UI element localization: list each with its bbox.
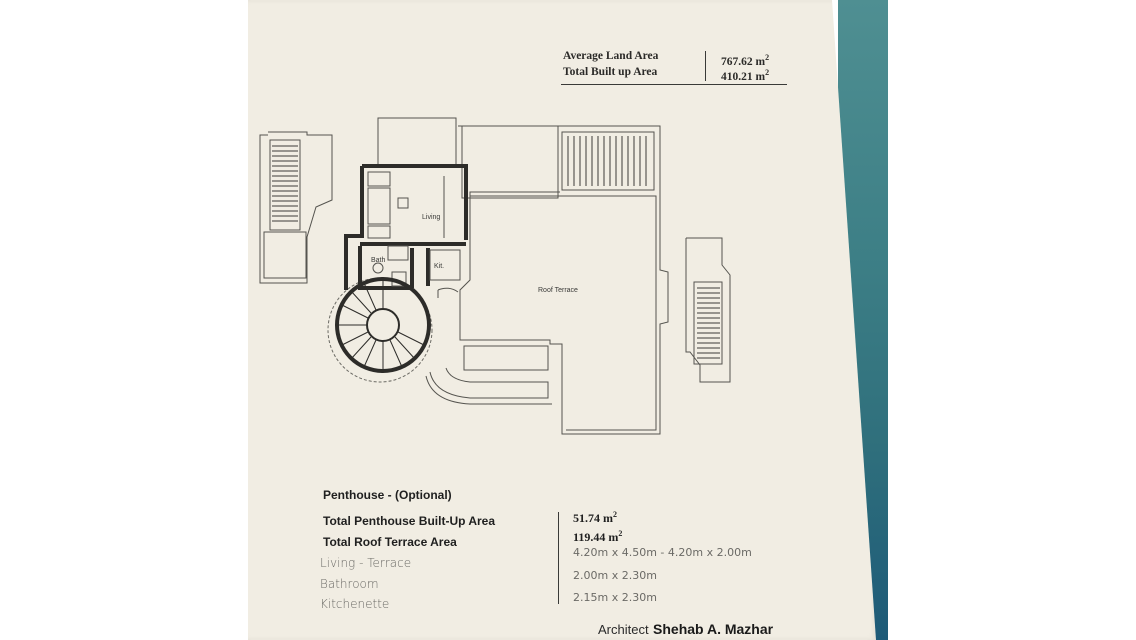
spec-value-bathroom: 2.00m x 2.30m [573,569,657,582]
penthouse-title: Penthouse - (Optional) [323,488,452,502]
spec-value-roof-terrace-area: 119.44 m2 [573,529,623,544]
summary-underline [561,84,787,85]
average-land-area-label: Average Land Area [563,50,659,62]
plan-label-bath: Bath [371,257,386,264]
plan-label-roof-terrace: Roof Terrace [538,287,578,294]
average-land-area-value: 767.62 m2 [721,53,770,68]
spec-label-roof-terrace-area: Total Roof Terrace Area [323,535,457,549]
spec-label-bathroom: Bathroom [320,577,379,591]
spec-label-penthouse-built-up: Total Penthouse Built-Up Area [323,514,496,528]
brochure-page [248,0,876,640]
left-stair [259,131,333,284]
summary-divider [705,51,706,81]
floor-plan [259,117,731,435]
plan-label-kit: Kit. [434,263,445,270]
spec-divider [558,512,559,604]
spec-value-living-terrace: 4.20m x 4.50m - 4.20m x 2.00m [573,546,752,559]
spec-value-penthouse-built-up: 51.74 m2 [573,510,617,525]
spec-label-living-terrace: Living - Terrace [320,556,412,570]
spiral-stair [335,277,431,373]
total-built-up-area-value: 410.21 m2 [721,68,770,83]
total-built-up-area-label: Total Built up Area [563,66,658,78]
plan-label-living: Living [422,214,441,221]
right-stair [685,237,731,383]
spec-label-kitchenette: Kitchenette [320,597,390,611]
spec-value-kitchenette: 2.15m x 2.30m [573,591,657,604]
architect-credit: Architect Shehab A. Mazhar [598,621,774,637]
